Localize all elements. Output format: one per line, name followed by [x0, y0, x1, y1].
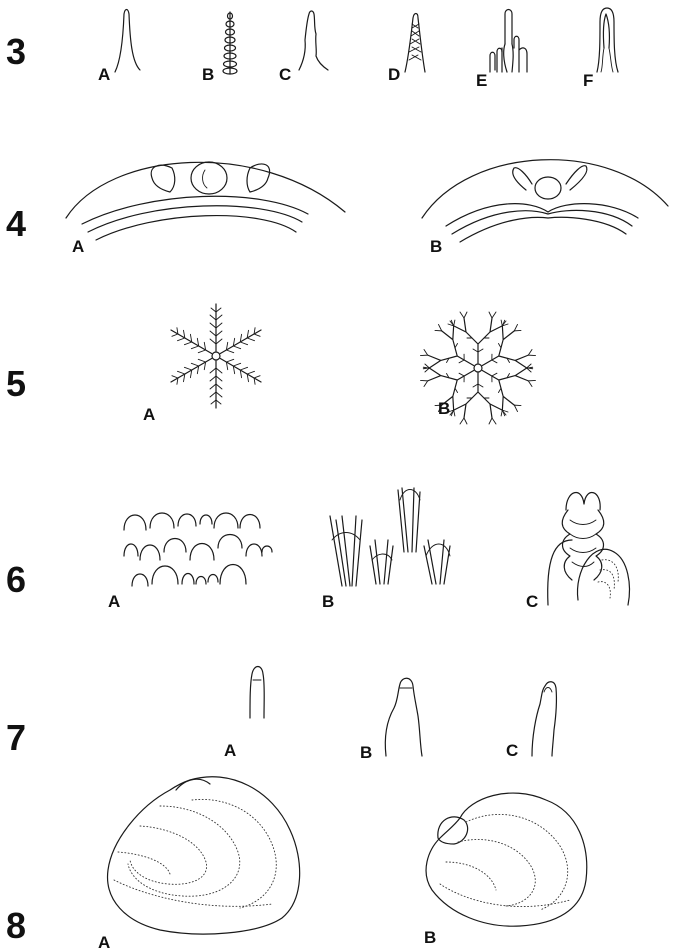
figure-3a-tentacle	[115, 10, 140, 73]
row-number-8: 8	[6, 905, 26, 946]
label-8a: A	[98, 933, 110, 950]
label-7a: A	[224, 741, 236, 760]
row-number-7: 7	[6, 717, 26, 758]
figure-5a-feathered-star	[168, 304, 264, 408]
label-3f: F	[583, 71, 593, 90]
figure-3b-segmented-tentacle	[223, 12, 237, 74]
figure-3c-wavy-tentacle	[299, 11, 328, 70]
figure-4b-anterior-view	[422, 160, 668, 242]
figure-4a-anterior-view	[66, 162, 345, 240]
label-4b: B	[430, 237, 442, 256]
figure-6a-papillae	[124, 513, 272, 586]
row-3: 3 A B C D	[6, 8, 618, 90]
label-7c: C	[506, 741, 518, 760]
label-6b: B	[322, 592, 334, 611]
figure-5b-dendritic-star	[415, 312, 542, 424]
figure-7a-siphon	[250, 667, 264, 719]
label-6a: A	[108, 592, 120, 611]
row-7: 7 A B C	[6, 667, 556, 763]
row-4: 4 A B	[6, 160, 668, 256]
label-3b: B	[202, 65, 214, 84]
row-8: 8 A B	[6, 777, 587, 950]
label-3c: C	[279, 65, 291, 84]
label-3d: D	[388, 65, 400, 84]
row-5: 5 A B	[6, 304, 541, 424]
figure-6c-sheathed-tentacle	[548, 493, 630, 605]
label-6c: C	[526, 592, 538, 611]
figure-3e-branched-tentacle	[490, 10, 527, 73]
figure-6b-ciliated-lamellae	[330, 488, 450, 586]
row-number-4: 4	[6, 203, 26, 244]
label-3a: A	[98, 65, 110, 84]
label-5a: A	[143, 405, 155, 424]
row-number-5: 5	[6, 363, 26, 404]
label-4a: A	[72, 237, 84, 256]
label-5b: B	[438, 399, 450, 418]
row-6: 6 A	[6, 488, 629, 611]
figure-7c-siphon	[532, 682, 556, 756]
row-number-3: 3	[6, 31, 26, 72]
figure-3f-looped-tentacle	[597, 8, 618, 72]
figure-7b-siphon	[385, 678, 422, 756]
figure-3d-knobbed-tentacle	[405, 14, 425, 73]
label-7b: B	[360, 743, 372, 762]
figure-8a-shell	[108, 777, 300, 934]
label-3e: E	[476, 71, 487, 90]
row-number-6: 6	[6, 559, 26, 600]
label-8b: B	[424, 928, 436, 947]
figure-8b-shell	[426, 793, 587, 926]
